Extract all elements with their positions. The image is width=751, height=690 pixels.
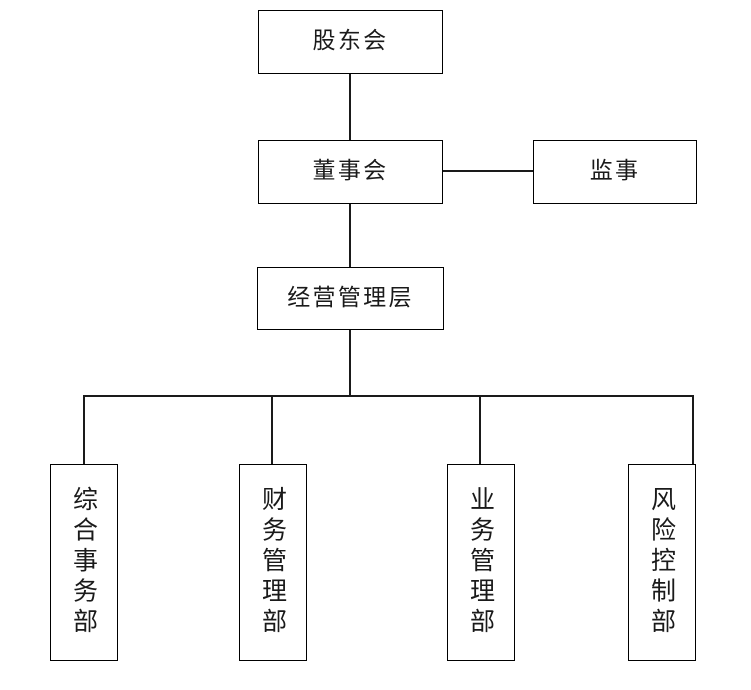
connector-drop-risk-control: [692, 395, 694, 465]
connector-drop-finance: [271, 395, 273, 465]
node-general-affairs-department[interactable]: 综合事务部: [50, 464, 118, 661]
node-label-board-of-directors: 董事会: [312, 158, 389, 185]
node-finance-department[interactable]: 财务管理部: [239, 464, 307, 661]
connector-department-bus: [83, 395, 693, 397]
node-supervisor[interactable]: 监事: [533, 140, 697, 204]
node-business-department[interactable]: 业务管理部: [447, 464, 515, 661]
node-board-of-directors[interactable]: 董事会: [258, 140, 443, 204]
node-operating-management[interactable]: 经营管理层: [257, 267, 444, 330]
node-label-business-department: 业务管理部: [466, 486, 496, 639]
connector-shareholders-to-board: [349, 73, 351, 140]
node-label-finance-department: 财务管理部: [258, 486, 288, 639]
node-label-shareholders-meeting: 股东会: [312, 28, 389, 55]
connector-board-to-supervisor: [443, 170, 534, 172]
node-label-general-affairs-department: 综合事务部: [69, 486, 99, 639]
node-label-supervisor: 监事: [589, 158, 641, 185]
node-label-risk-control-department: 风险控制部: [647, 486, 677, 639]
node-risk-control-department[interactable]: 风险控制部: [628, 464, 696, 661]
node-label-operating-management: 经营管理层: [287, 284, 414, 311]
node-shareholders-meeting[interactable]: 股东会: [258, 10, 443, 74]
connector-board-to-management: [349, 203, 351, 268]
connector-drop-general-affairs: [83, 395, 85, 465]
connector-management-stem: [349, 329, 351, 397]
connector-drop-business: [479, 395, 481, 465]
